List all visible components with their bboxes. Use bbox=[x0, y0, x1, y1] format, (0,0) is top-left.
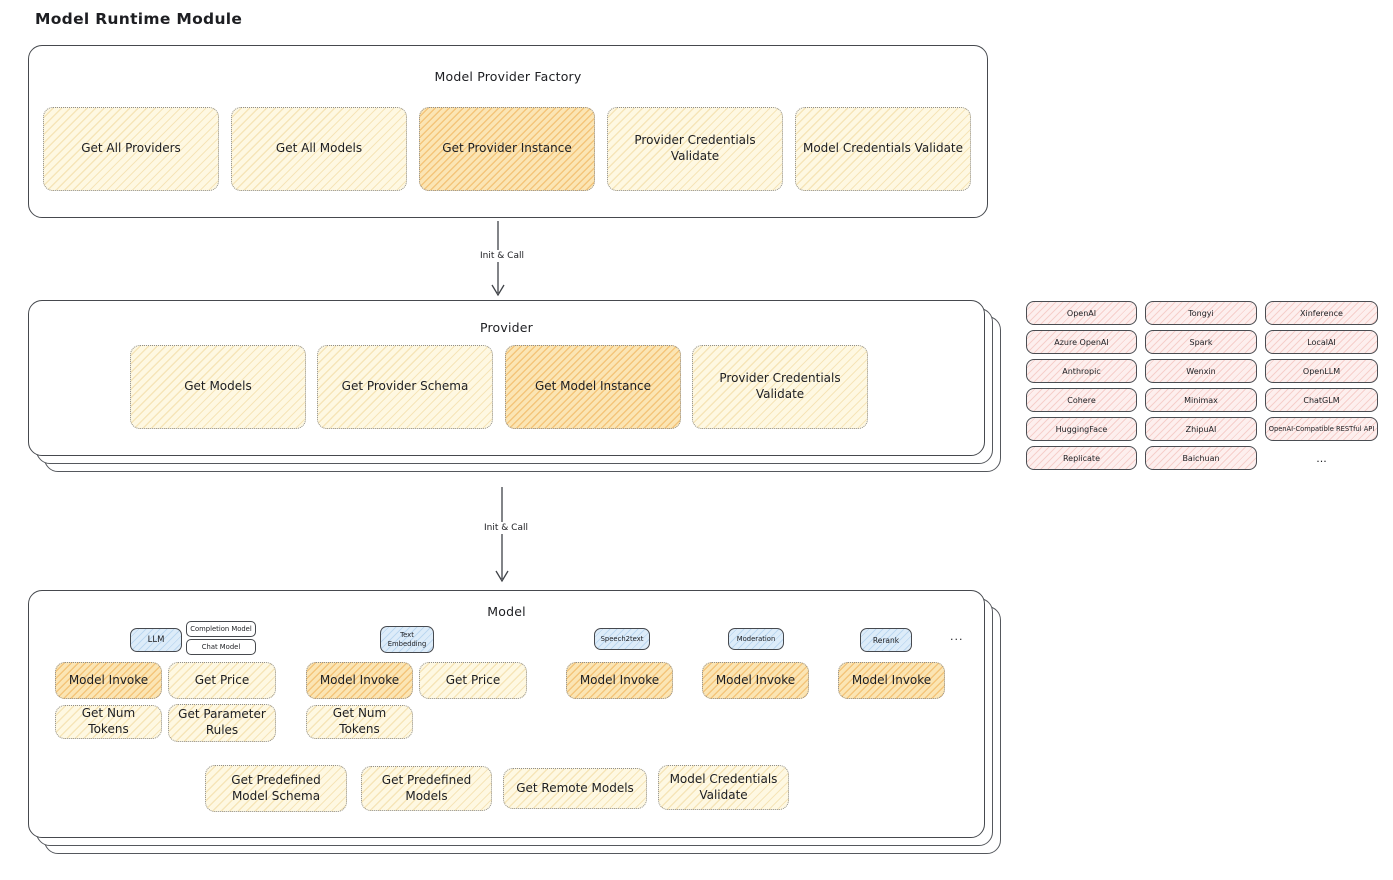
node-get-model-instance: Get Model Instance bbox=[505, 345, 681, 429]
node-llm-get-num-tokens: Get Num Tokens bbox=[55, 705, 162, 739]
chip-chat-model: Chat Model bbox=[186, 639, 256, 655]
node-moderation-model-invoke: Model Invoke bbox=[702, 662, 809, 699]
node-llm-get-price: Get Price bbox=[168, 662, 276, 699]
provider-pill-huggingface: HuggingFace bbox=[1026, 417, 1137, 441]
provider-pill-minimax: Minimax bbox=[1145, 388, 1257, 412]
factory-title: Model Provider Factory bbox=[434, 69, 582, 84]
provider-pill-anthropic: Anthropic bbox=[1026, 359, 1137, 383]
node-llm-model-invoke: Model Invoke bbox=[55, 662, 162, 699]
badge-rerank: Rerank bbox=[860, 628, 912, 652]
model-types-ellipsis: ... bbox=[950, 630, 964, 643]
badge-moderation: Moderation bbox=[728, 628, 784, 650]
provider-pill-openai-compatible: OpenAI-Compatible RESTful API bbox=[1265, 417, 1378, 441]
node-model-credentials-validate: Model Credentials Validate bbox=[795, 107, 971, 191]
node-speech2text-model-invoke: Model Invoke bbox=[566, 662, 673, 699]
provider-box: Provider Get Models Get Provider Schema … bbox=[28, 300, 1001, 472]
provider-pill-azure-openai: Azure OpenAI bbox=[1026, 330, 1137, 354]
model-title: Model bbox=[487, 604, 526, 619]
badge-text-embedding: Text Embedding bbox=[380, 626, 434, 653]
node-embedding-get-num-tokens: Get Num Tokens bbox=[306, 705, 413, 739]
provider-pill-localai: LocalAI bbox=[1265, 330, 1378, 354]
provider-pill-wenxin: Wenxin bbox=[1145, 359, 1257, 383]
provider-list-ellipsis: ... bbox=[1316, 451, 1327, 465]
arrow-label-init-call-1: Init & Call bbox=[460, 250, 544, 262]
page-title: Model Runtime Module bbox=[35, 10, 243, 28]
node-get-remote-models: Get Remote Models bbox=[503, 768, 647, 809]
node-embedding-model-invoke: Model Invoke bbox=[306, 662, 413, 699]
arrow-label-init-call-2: Init & Call bbox=[464, 522, 548, 534]
badge-llm: LLM bbox=[130, 628, 182, 652]
provider-pill-openllm: OpenLLM bbox=[1265, 359, 1378, 383]
provider-pill-cohere: Cohere bbox=[1026, 388, 1137, 412]
provider-pill-baichuan: Baichuan bbox=[1145, 446, 1257, 470]
provider-list-grid: OpenAI Tongyi Xinference Azure OpenAI Sp… bbox=[1026, 301, 1378, 470]
provider-pill-zhipuai: ZhipuAI bbox=[1145, 417, 1257, 441]
model-box: Model LLM Completion Model Chat Model Te… bbox=[28, 590, 1001, 854]
node-provider-credentials-validate: Provider Credentials Validate bbox=[607, 107, 783, 191]
node-llm-get-parameter-rules: Get Parameter Rules bbox=[168, 704, 276, 742]
node-get-provider-instance: Get Provider Instance bbox=[419, 107, 595, 191]
node-get-provider-schema: Get Provider Schema bbox=[317, 345, 493, 429]
node-get-all-models: Get All Models bbox=[231, 107, 407, 191]
node-get-predefined-models: Get Predefined Models bbox=[361, 766, 492, 811]
badge-speech2text: Speech2text bbox=[594, 628, 650, 650]
factory-box: Model Provider Factory Get All Providers… bbox=[28, 45, 988, 218]
provider-pill-chatglm: ChatGLM bbox=[1265, 388, 1378, 412]
provider-title: Provider bbox=[479, 320, 534, 335]
provider-pill-tongyi: Tongyi bbox=[1145, 301, 1257, 325]
node-rerank-model-invoke: Model Invoke bbox=[838, 662, 945, 699]
provider-pill-replicate: Replicate bbox=[1026, 446, 1137, 470]
provider-pill-openai: OpenAI bbox=[1026, 301, 1137, 325]
node-get-predefined-model-schema: Get Predefined Model Schema bbox=[205, 765, 347, 812]
provider-pill-spark: Spark bbox=[1145, 330, 1257, 354]
node-get-all-providers: Get All Providers bbox=[43, 107, 219, 191]
provider-pill-xinference: Xinference bbox=[1265, 301, 1378, 325]
node-model-credentials-validate-2: Model Credentials Validate bbox=[658, 765, 789, 810]
node-get-models: Get Models bbox=[130, 345, 306, 429]
arrow-provider-to-model bbox=[492, 487, 512, 585]
node-provider-credentials-validate-2: Provider Credentials Validate bbox=[692, 345, 868, 429]
chip-completion-model: Completion Model bbox=[186, 621, 256, 637]
node-embedding-get-price: Get Price bbox=[419, 662, 527, 699]
